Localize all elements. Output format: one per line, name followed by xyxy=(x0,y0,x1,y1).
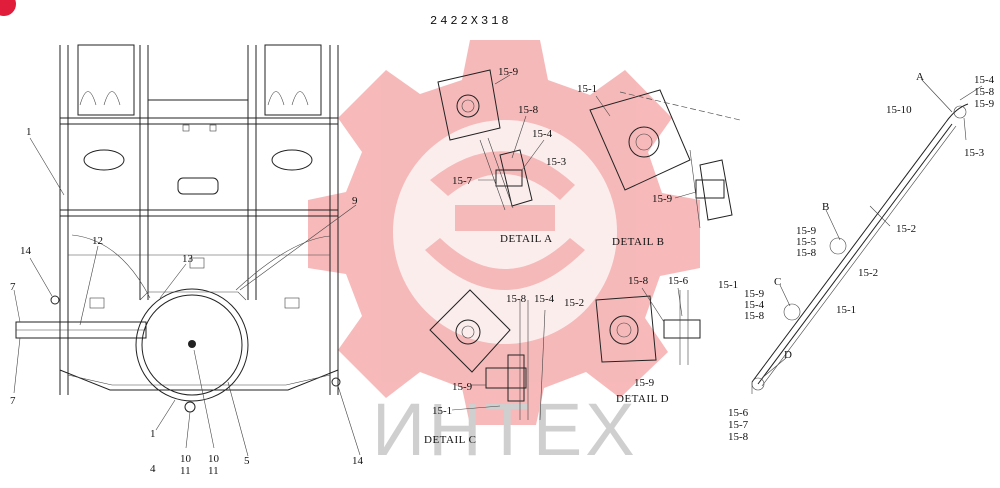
svg-text:15-8: 15-8 xyxy=(744,310,765,322)
svg-text:15-4: 15-4 xyxy=(534,293,555,305)
svg-text:12: 12 xyxy=(92,235,103,247)
svg-text:4: 4 xyxy=(150,463,156,475)
svg-text:15-9: 15-9 xyxy=(796,225,817,237)
svg-text:7: 7 xyxy=(10,281,16,293)
svg-text:C: C xyxy=(774,276,781,288)
svg-text:15-8: 15-8 xyxy=(628,275,649,287)
svg-text:15-8: 15-8 xyxy=(518,104,539,116)
svg-text:11: 11 xyxy=(180,465,191,477)
svg-text:15-8: 15-8 xyxy=(506,293,527,305)
main-frame-view xyxy=(13,44,361,457)
svg-text:14: 14 xyxy=(352,455,364,467)
svg-text:15-6: 15-6 xyxy=(668,275,689,287)
detail-b-labels: 15-1 15-9 xyxy=(577,83,673,205)
side-view-callouts: A B C D xyxy=(774,71,924,361)
svg-text:15-4: 15-4 xyxy=(974,74,995,86)
side-elevation-view xyxy=(751,79,983,394)
svg-text:7: 7 xyxy=(10,395,16,407)
svg-text:15-2: 15-2 xyxy=(858,267,878,279)
detail-c-view xyxy=(429,289,546,421)
drawing-number: 2422X318 xyxy=(430,14,512,28)
svg-text:15-2: 15-2 xyxy=(564,297,584,309)
svg-text:15-4: 15-4 xyxy=(744,299,765,311)
svg-text:15-9: 15-9 xyxy=(498,66,519,78)
detail-a-view xyxy=(437,69,545,211)
svg-text:15-1: 15-1 xyxy=(718,279,738,291)
svg-text:B: B xyxy=(822,201,829,213)
svg-text:15-3: 15-3 xyxy=(546,156,567,168)
svg-text:15-1: 15-1 xyxy=(577,83,597,95)
svg-text:15-4: 15-4 xyxy=(532,128,553,140)
svg-text:A: A xyxy=(916,71,924,83)
svg-text:13: 13 xyxy=(182,253,194,265)
detail-d-title: DETAIL D xyxy=(616,393,669,405)
svg-text:15-9: 15-9 xyxy=(744,288,765,300)
detail-d-view xyxy=(595,287,701,365)
svg-text:15-8: 15-8 xyxy=(728,431,749,443)
svg-text:D: D xyxy=(784,349,792,361)
svg-text:15-3: 15-3 xyxy=(964,147,985,159)
svg-text:15-1: 15-1 xyxy=(836,304,856,316)
detail-b-view xyxy=(589,89,741,229)
detail-c-labels: 15-8 15-4 15-2 15-9 15-1 xyxy=(432,293,584,417)
svg-text:15-9: 15-9 xyxy=(974,98,995,110)
main-view-labels: 1 14 12 13 9 7 7 1 4 10 11 10 11 5 14 xyxy=(10,126,364,477)
svg-text:15-1: 15-1 xyxy=(432,405,452,417)
svg-text:15-7: 15-7 xyxy=(452,175,473,187)
detail-a-labels: 15-9 15-8 15-4 15-3 15-7 xyxy=(452,66,567,187)
detail-b-title: DETAIL B xyxy=(612,236,665,248)
svg-text:1: 1 xyxy=(26,126,32,138)
side-view-labels: 15-4 15-8 15-9 15-10 15-3 15-2 15-9 15-5… xyxy=(728,74,995,443)
svg-text:15-7: 15-7 xyxy=(728,419,749,431)
svg-text:14: 14 xyxy=(20,245,32,257)
svg-text:15-9: 15-9 xyxy=(452,381,473,393)
watermark-text: ИНТЕХ xyxy=(372,388,638,471)
svg-text:15-8: 15-8 xyxy=(796,247,817,259)
svg-text:10: 10 xyxy=(180,453,192,465)
svg-text:11: 11 xyxy=(208,465,219,477)
svg-text:15-8: 15-8 xyxy=(974,86,995,98)
corner-badge xyxy=(0,0,16,16)
svg-text:15-9: 15-9 xyxy=(634,377,655,389)
detail-a-title: DETAIL A xyxy=(500,233,553,245)
detail-d-labels: 15-8 15-6 15-1 15-9 xyxy=(628,275,738,389)
svg-text:10: 10 xyxy=(208,453,220,465)
svg-text:5: 5 xyxy=(244,455,250,467)
svg-text:15-10: 15-10 xyxy=(886,104,912,116)
detail-c-title: DETAIL C xyxy=(424,434,477,446)
svg-text:9: 9 xyxy=(352,195,358,207)
svg-text:15-9: 15-9 xyxy=(652,193,673,205)
svg-text:15-2: 15-2 xyxy=(896,223,916,235)
svg-text:1: 1 xyxy=(150,428,156,440)
svg-text:15-5: 15-5 xyxy=(796,236,817,248)
svg-text:15-6: 15-6 xyxy=(728,407,749,419)
